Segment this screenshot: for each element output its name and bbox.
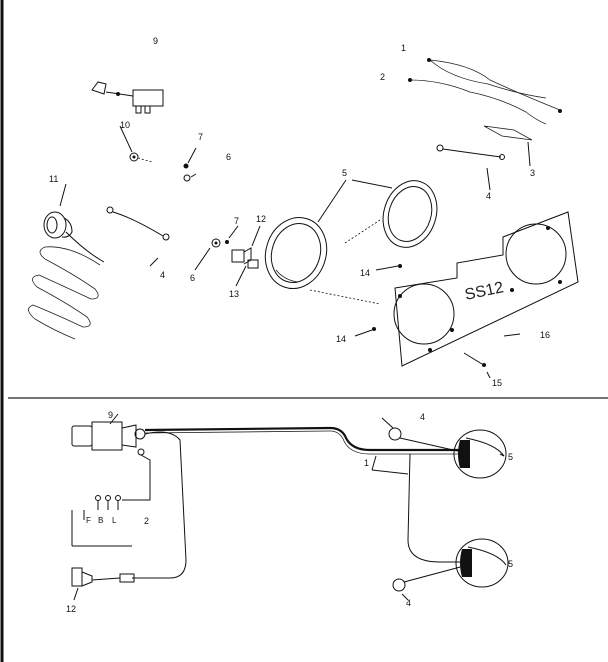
lower-lamp-wire bbox=[407, 453, 462, 563]
main-harness-wire bbox=[144, 426, 462, 452]
callout-11: 11 bbox=[49, 174, 58, 184]
callout-9-bottom: 9 bbox=[108, 410, 113, 420]
callout-4-right: 4 bbox=[486, 191, 491, 201]
tail-light-part-11 bbox=[28, 211, 105, 340]
callout-6-mid: 6 bbox=[190, 273, 195, 283]
callout-5-bottom-upper: 5 bbox=[508, 452, 513, 462]
wiring-lead-part-3 bbox=[483, 125, 533, 167]
exploded-view: SS12 bbox=[28, 58, 579, 379]
lower-connector-wire bbox=[132, 431, 187, 579]
callout-7-top: 7 bbox=[198, 132, 203, 142]
callout-4-left: 4 bbox=[160, 270, 165, 280]
callout-6-top: 6 bbox=[226, 152, 231, 162]
callout-2-top: 2 bbox=[380, 72, 385, 82]
wiring-diagram bbox=[71, 413, 509, 601]
callout-labels: 9 10 7 6 11 4 7 12 6 13 5 1 2 3 4 14 14 … bbox=[49, 36, 550, 614]
callout-3: 3 bbox=[530, 168, 535, 178]
switch-terminal-leads bbox=[71, 454, 151, 547]
callout-13: 13 bbox=[229, 289, 239, 299]
callout-14-lower: 14 bbox=[336, 334, 346, 344]
headlamp-upper bbox=[453, 429, 507, 479]
headlight-lens-part-5-right bbox=[382, 180, 438, 248]
callout-5-top: 5 bbox=[342, 168, 347, 178]
headlight-lens-part-5-left bbox=[264, 217, 328, 289]
nut-part-10 bbox=[129, 152, 153, 163]
callout-10: 10 bbox=[120, 120, 130, 130]
mounting-hardware-center bbox=[211, 238, 259, 269]
coiled-wire bbox=[28, 246, 101, 340]
terminal-label-f: F bbox=[86, 516, 91, 525]
callout-16: 16 bbox=[540, 330, 550, 340]
callout-1-top: 1 bbox=[401, 43, 406, 53]
terminal-label-b: B bbox=[98, 516, 103, 525]
screws-part-14 bbox=[354, 264, 402, 337]
wiring-lead-part-2 bbox=[408, 78, 547, 125]
ground-lead-part-4-left bbox=[106, 206, 170, 241]
screw-part-15 bbox=[463, 352, 491, 379]
switch-body bbox=[71, 413, 146, 456]
headlamp-lower bbox=[455, 538, 509, 588]
callout-1-bottom: 1 bbox=[364, 458, 369, 468]
terminal-label-l: L bbox=[112, 516, 117, 525]
tail-lamp-connector-part-12 bbox=[71, 567, 93, 601]
callout-15: 15 bbox=[492, 378, 502, 388]
callout-12-bottom: 12 bbox=[66, 604, 76, 614]
ground-wire-lower bbox=[392, 565, 465, 592]
panel-model-label: SS12 bbox=[463, 279, 505, 304]
wiring-harness-part-1 bbox=[427, 58, 562, 113]
callout-5-bottom-lower: 5 bbox=[508, 559, 513, 569]
ground-lead-part-4-right bbox=[436, 144, 505, 191]
callout-4-bottom-upper: 4 bbox=[420, 412, 425, 422]
callout-2-bottom: 2 bbox=[144, 516, 149, 526]
callout-12-top: 12 bbox=[256, 214, 266, 224]
screw-and-nut-upper bbox=[183, 147, 197, 182]
light-switch-part-9 bbox=[91, 81, 164, 114]
callout-9-top: 9 bbox=[153, 36, 158, 46]
callout-7-mid: 7 bbox=[234, 216, 239, 226]
ground-wire-upper bbox=[388, 427, 463, 453]
callout-4-bottom-lower: 4 bbox=[406, 598, 411, 608]
callout-14-upper: 14 bbox=[360, 268, 370, 278]
